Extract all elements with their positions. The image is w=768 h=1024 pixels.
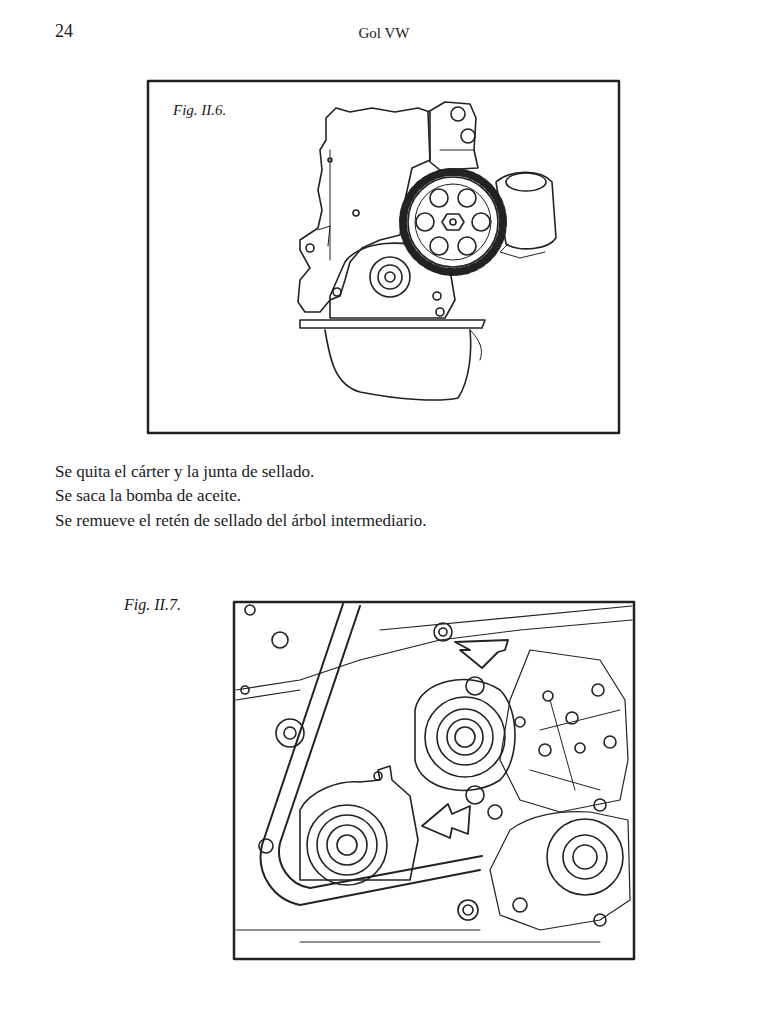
- figure-frame: [234, 602, 634, 959]
- body-text: Se remueve el retén de sellado del árbol…: [55, 511, 427, 531]
- body-text: Se saca la bomba de aceite.: [55, 486, 241, 506]
- engine-drawing: [298, 102, 556, 400]
- body-text: Se quita el cárter y la junta de sellado…: [55, 462, 314, 482]
- page-number: 24: [55, 21, 73, 42]
- figure-frame: [148, 81, 619, 433]
- timing-detail-drawing: [236, 604, 632, 942]
- figure-label: Fig. II.6.: [173, 102, 226, 119]
- figure-label: Fig. II.7.: [124, 596, 181, 614]
- running-header: Gol VW: [359, 25, 410, 42]
